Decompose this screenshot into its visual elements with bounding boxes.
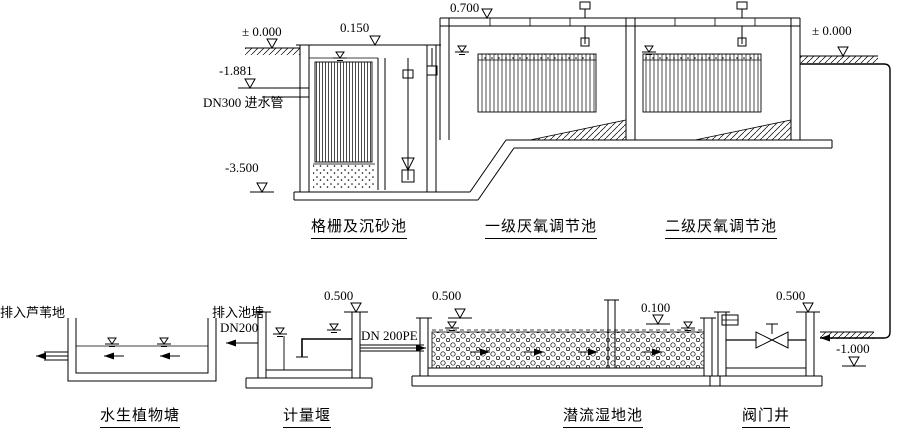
ground-hatch-left <box>245 47 300 55</box>
label-pond: 水生植物塘 <box>100 408 181 428</box>
elevation-marker-valve-invert <box>841 356 867 367</box>
outlet-standpipe <box>604 299 619 368</box>
elevation-marker-wetland-top <box>447 308 473 319</box>
elevation-ground-left: ± 0.000 <box>242 24 282 39</box>
anaerobic-media-1 <box>477 53 597 113</box>
sand-layer-icon <box>313 163 375 190</box>
elevation-valve-top: 0.500 <box>776 288 806 303</box>
pond-outline <box>67 318 217 382</box>
elevation-ground-right: ± 0.000 <box>812 23 852 38</box>
water-level-icon <box>104 337 120 347</box>
elevation-inlet-invert: -1.881 <box>219 63 253 78</box>
elevation-marker-weir-top <box>343 302 369 313</box>
elevation-tank-top: 0.700 <box>450 0 480 15</box>
elevation-marker-grit-bottom <box>249 182 275 193</box>
sludge-wedge-1 <box>529 119 627 141</box>
level-gauge-icon <box>721 314 739 326</box>
weir-outline <box>245 311 373 389</box>
weir-drop-pipe <box>296 338 352 358</box>
label-valve-well: 阀门井 <box>742 408 791 428</box>
label-grit-tank: 格栅及沉砂池 <box>311 219 408 239</box>
elevation-marker-ground-right <box>830 46 856 57</box>
sludge-wedge-2 <box>694 119 792 141</box>
gravel-media-icon <box>431 329 705 369</box>
roof-vent-icon-1 <box>579 1 591 47</box>
inlet-pipe-label: DN300 进水管 <box>203 95 284 110</box>
water-level-icon <box>641 45 657 55</box>
label-anaerobic-1: 一级厌氧调节池 <box>485 219 598 239</box>
water-level-icon <box>156 337 172 347</box>
water-level-icon <box>326 323 342 333</box>
anaerobic-media-2 <box>642 53 762 113</box>
to-pond-label: 排入池塘 <box>212 305 265 320</box>
elevation-marker-wetland-water <box>645 314 671 325</box>
elevation-valve-invert: -1.000 <box>836 341 870 356</box>
wetland-inlet-pipe <box>360 344 426 352</box>
bar-screen-icon <box>314 61 373 163</box>
elevation-marker-inlet <box>237 78 263 89</box>
label-weir: 计量堰 <box>283 408 332 428</box>
water-level-icon <box>272 327 288 337</box>
label-wetland: 潜流湿地池 <box>563 408 644 428</box>
transfer-pipe <box>800 63 891 342</box>
elevation-grit-bottom: -3.500 <box>225 160 259 175</box>
elevation-weir-top: 0.500 <box>324 288 354 303</box>
inlet-pipe <box>262 87 309 98</box>
valve-well-outline <box>709 311 823 387</box>
wetland-outline <box>411 317 721 387</box>
ground-hatch-right <box>800 55 878 63</box>
label-anaerobic-2: 二级厌氧调节池 <box>665 219 778 239</box>
anaerobic-tanks-outline <box>439 17 801 140</box>
ground-hatch-valve-right <box>820 331 874 339</box>
pump-icon <box>401 58 415 183</box>
elevation-wetland-water: 0.100 <box>641 300 671 315</box>
elevation-marker-grit-top <box>362 35 388 46</box>
to-reed-label: 排入芦苇地 <box>0 305 66 320</box>
water-level-icon <box>454 45 470 55</box>
reed-outlet-pipe <box>36 351 68 361</box>
elevation-marker-valve-top <box>795 302 821 313</box>
elevation-wetland-top: 0.500 <box>432 288 462 303</box>
water-level-icon <box>680 321 696 331</box>
wetland-inlet-label: DN 200PE <box>361 328 418 343</box>
elevation-grit-top: 0.150 <box>340 20 370 35</box>
roof-vent-icon-2 <box>736 1 748 47</box>
to-pond-dn-label: DN200 <box>220 320 259 335</box>
gate-valve-icon <box>726 323 806 349</box>
float-valve-icon <box>426 48 438 76</box>
elevation-marker-ground-left <box>259 38 285 49</box>
water-level-icon <box>332 51 348 61</box>
water-level-icon <box>444 321 460 331</box>
